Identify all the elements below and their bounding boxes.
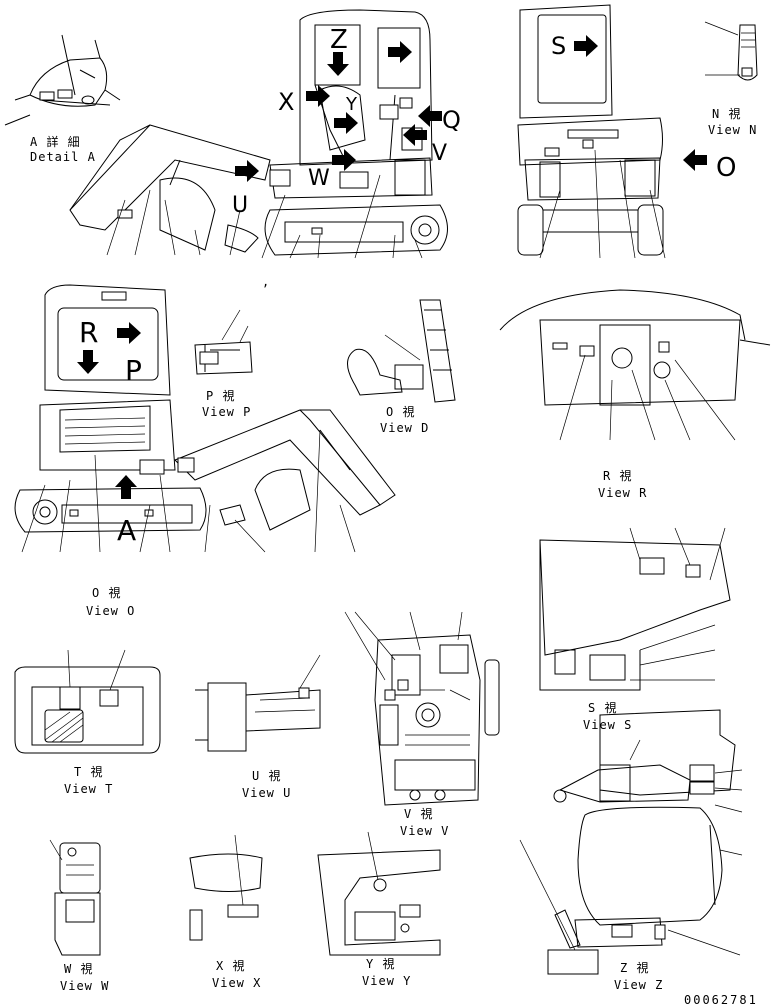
marker-v: V [432, 141, 447, 166]
view-z-caption-jp: Z 視 [620, 960, 649, 975]
marker-s: S [551, 32, 566, 60]
marker-p: P [125, 354, 142, 387]
view-w-caption-jp: W 視 [64, 961, 93, 976]
view-w-caption-en: View W [60, 979, 109, 993]
view-o-caption-jp: O 視 [92, 585, 121, 600]
view-u-caption-jp: U 視 [252, 768, 281, 783]
view-v-caption-en: View V [400, 824, 449, 838]
view-p-illustration [194, 309, 253, 375]
view-r-illustration [499, 289, 771, 441]
view-v-illustration [344, 611, 500, 806]
view-z-caption-en: View Z [614, 978, 663, 992]
detail-a-caption-en: Detail A [30, 150, 96, 164]
view-t-caption-en: View T [64, 782, 113, 796]
marker-o-right: O [716, 153, 736, 183]
drawing-number: 00062781 [684, 993, 758, 1007]
marker-w: W [308, 166, 330, 191]
detail-a-caption-jp: A 詳 細 [30, 134, 81, 149]
view-u-caption-en: View U [242, 786, 291, 800]
view-t-illustration [14, 649, 161, 754]
view-x-caption-jp: X 視 [216, 958, 245, 973]
view-d-caption-jp: O 視 [386, 404, 415, 419]
marker-x: X [278, 88, 294, 116]
view-s-caption-en: View S [583, 718, 632, 732]
view-u-illustration [195, 654, 321, 752]
view-x-caption-en: View X [212, 976, 261, 990]
excavator-front-view [69, 9, 448, 259]
separator-comma: , [262, 275, 269, 289]
view-s-illustration [539, 527, 731, 691]
detail-a-illustration [4, 34, 121, 126]
marker-y: Y [345, 94, 358, 115]
view-p-caption-jp: P 視 [206, 388, 235, 403]
view-y-caption-en: View Y [362, 974, 411, 988]
view-z-illustration [519, 709, 743, 975]
view-y-illustration [317, 831, 441, 956]
view-r-caption-en: View R [598, 486, 647, 500]
view-n-illustration [517, 4, 758, 259]
view-x-illustration [189, 834, 263, 941]
marker-a: A [117, 514, 136, 547]
view-d-illustration [347, 299, 456, 403]
view-n-caption-en: View N [708, 123, 757, 137]
view-o-caption-en: View O [86, 604, 135, 618]
marker-z: Z [330, 25, 348, 55]
view-w-illustration [49, 839, 101, 956]
view-v-caption-jp: V 視 [404, 806, 433, 821]
view-d-caption-en: View D [380, 421, 429, 435]
view-y-caption-jp: Y 視 [366, 956, 395, 971]
view-p-caption-en: View P [202, 405, 251, 419]
view-o-illustration [14, 284, 396, 553]
marker-u: U [232, 193, 248, 218]
view-r-caption-jp: R 視 [603, 468, 632, 483]
view-n-caption-jp: N 視 [712, 106, 741, 121]
view-t-caption-jp: T 視 [74, 764, 103, 779]
marker-q: Q [442, 106, 461, 134]
view-s-caption-jp: S 視 [588, 700, 617, 715]
marker-r: R [79, 316, 98, 349]
